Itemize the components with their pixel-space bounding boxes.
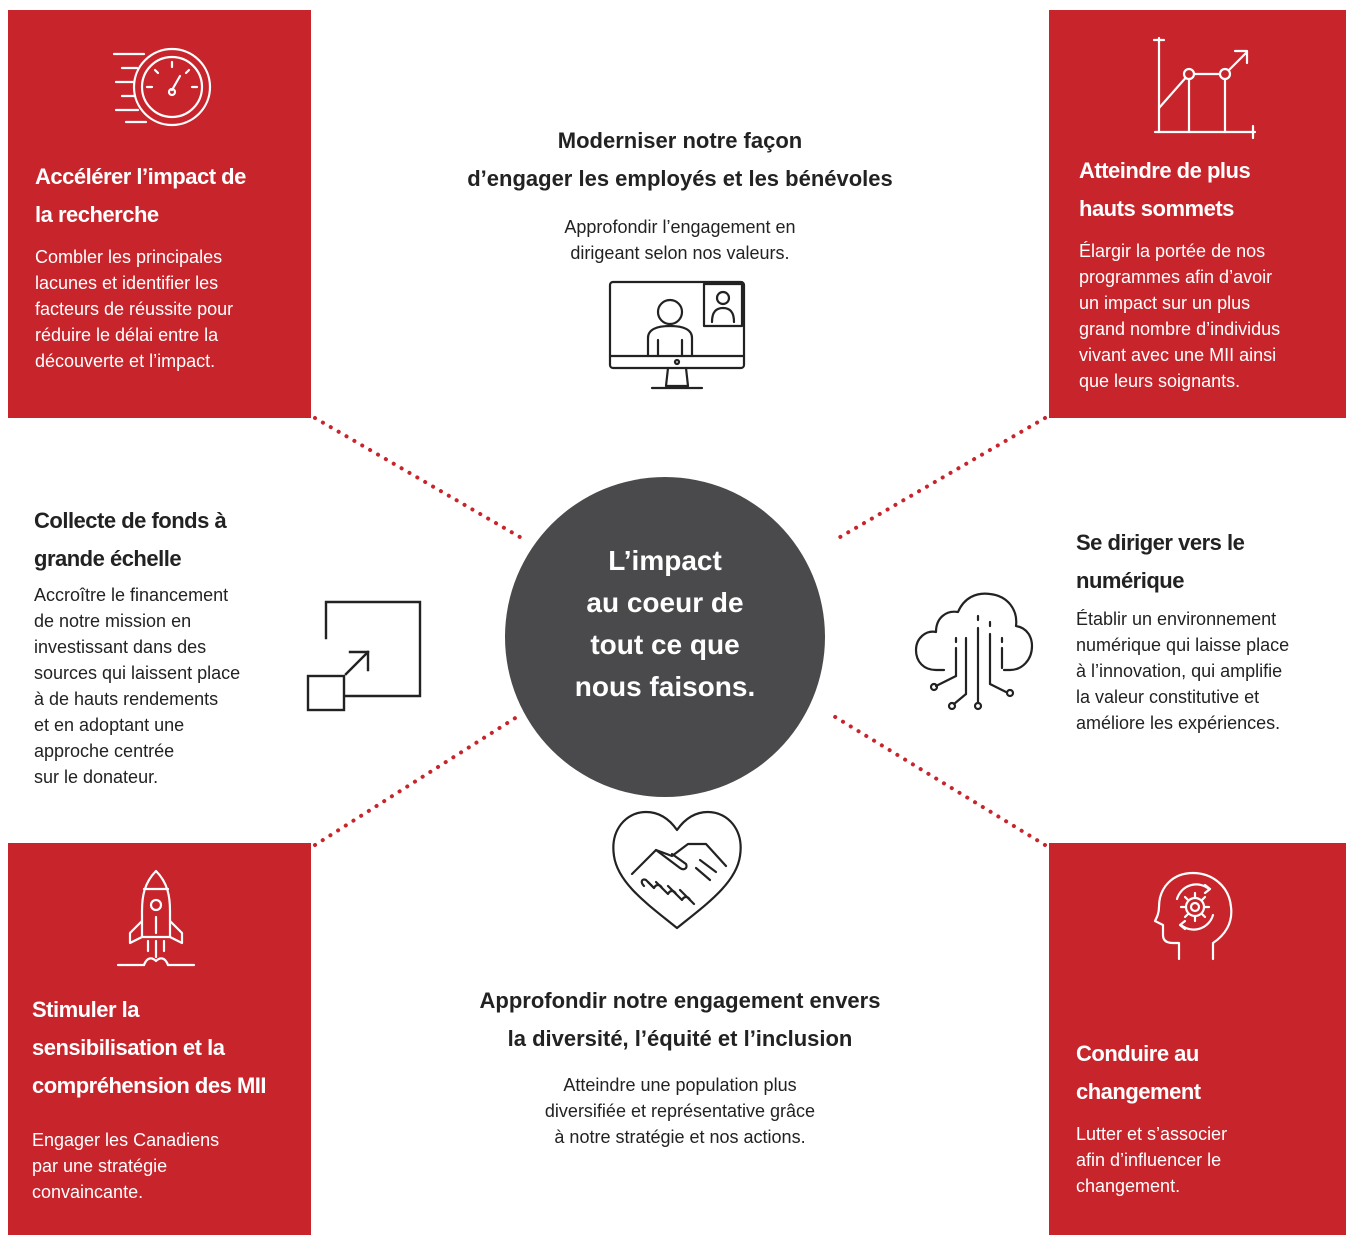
box-drive-change: Conduire au changement Lutter et s’assoc… [1049, 843, 1346, 1235]
scale-up-icon [306, 600, 422, 712]
body-line: lacunes et identifier les [35, 273, 219, 293]
body-line: réduire le délai entre la [35, 325, 219, 345]
body-line: approche centrée [34, 741, 175, 761]
body-line: dirigeant selon nos valeurs. [570, 243, 790, 263]
body-line: un impact sur un plus [1079, 293, 1251, 313]
body-line: par une stratégie [32, 1156, 168, 1176]
box-body: Combler les principales lacunes et ident… [35, 244, 305, 374]
hub-line: tout ce que [590, 629, 740, 660]
title-line: sensibilisation et la [32, 1035, 225, 1060]
box-title: Accélérer l’impact de la recherche [35, 158, 305, 234]
connector-bottom-left [313, 713, 522, 847]
box-reach-higher: Atteindre de plus hauts sommets Élargir … [1049, 10, 1346, 418]
body-line: changement. [1076, 1176, 1181, 1196]
top-center-title: Moderniser notre façon d’engager les emp… [380, 122, 980, 198]
body-line: sur le donateur. [34, 767, 159, 787]
central-hub-circle [505, 477, 825, 797]
body-line: de notre mission en [34, 611, 192, 631]
body-line: convaincante. [32, 1182, 144, 1202]
body-line: numérique qui laisse place [1076, 635, 1290, 655]
box-title: Atteindre de plus hauts sommets [1079, 152, 1339, 228]
body-line: Lutter et s’associer [1076, 1124, 1228, 1144]
hub-text: L’impact au coeur de tout ce que nous fa… [545, 540, 785, 708]
heart-handshake-icon [612, 810, 742, 930]
title-line: Conduire au [1076, 1041, 1199, 1066]
box-body: Élargir la portée de nos programmes afin… [1079, 238, 1339, 394]
title-line: la diversité, l’équité et l’inclusion [507, 1026, 853, 1051]
title-line: Collecte de fonds à [34, 508, 227, 533]
body-line: à notre stratégie et nos actions. [554, 1127, 806, 1147]
box-body: Lutter et s’associer afin d’influencer l… [1076, 1121, 1336, 1199]
title-line: Stimuler la [32, 997, 139, 1022]
bottom-center-body: Atteindre une population plus diversifié… [480, 1072, 880, 1150]
title-line: changement [1076, 1079, 1201, 1104]
body-line: programmes afin d’avoir [1079, 267, 1273, 287]
left-middle-body: Accroître le financement de notre missio… [34, 582, 294, 790]
title-line: d’engager les employés et les bénévoles [467, 166, 893, 191]
body-line: que leurs soignants. [1079, 371, 1241, 391]
head-gear-icon [1153, 871, 1233, 961]
box-accelerate-research: Accélérer l’impact de la recherche Combl… [8, 10, 311, 418]
title-line: grande échelle [34, 546, 182, 571]
body-line: Atteindre une population plus [563, 1075, 797, 1095]
rocket-icon [116, 869, 196, 967]
title-line: la recherche [35, 202, 159, 227]
body-line: Accroître le financement [34, 585, 229, 605]
right-middle-body: Établir un environnement numérique qui l… [1076, 606, 1346, 736]
speedometer-icon [112, 47, 212, 127]
title-line: hauts sommets [1079, 196, 1234, 221]
box-title: Stimuler la sensibilisation et la compré… [32, 991, 310, 1105]
title-line: numérique [1076, 568, 1184, 593]
hub-line: au coeur de [586, 587, 744, 618]
connector-top-left [313, 416, 527, 542]
body-line: investissant dans des [34, 637, 207, 657]
body-line: grand nombre d’individus [1079, 319, 1281, 339]
body-line: Établir un environnement [1076, 609, 1277, 629]
title-line: Accélérer l’impact de [35, 164, 246, 189]
cloud-circuit-icon [914, 592, 1034, 711]
hub-line: L’impact [608, 545, 722, 576]
body-line: facteurs de réussite pour [35, 299, 234, 319]
body-line: vivant avec une MII ainsi [1079, 345, 1277, 365]
title-line: Moderniser notre façon [557, 128, 803, 153]
body-line: à de hauts rendements [34, 689, 219, 709]
connector-bottom-right [830, 713, 1047, 847]
body-line: diversifiée et représentative grâce [544, 1101, 816, 1121]
box-body: Engager les Canadiens par une stratégie … [32, 1127, 302, 1205]
left-middle-title: Collecte de fonds à grande échelle [34, 502, 294, 578]
title-line: Se diriger vers le [1076, 530, 1245, 555]
title-line: Atteindre de plus [1079, 158, 1251, 183]
body-line: Élargir la portée de nos [1079, 241, 1266, 261]
top-center-body: Approfondir l’engagement en dirigeant se… [480, 214, 880, 266]
growth-chart-icon [1152, 36, 1257, 140]
body-line: la valeur constitutive et [1076, 687, 1260, 707]
box-awareness: Stimuler la sensibilisation et la compré… [8, 843, 311, 1235]
body-line: Engager les Canadiens [32, 1130, 220, 1150]
body-line: sources qui laissent place [34, 663, 241, 683]
hub-line: nous faisons. [574, 671, 756, 702]
bottom-center-title: Approfondir notre engagement envers la d… [370, 982, 990, 1058]
body-line: afin d’influencer le [1076, 1150, 1222, 1170]
right-middle-title: Se diriger vers le numérique [1076, 524, 1336, 600]
box-title: Conduire au changement [1076, 1035, 1336, 1111]
body-line: et en adoptant une [34, 715, 185, 735]
body-line: Approfondir l’engagement en [564, 217, 796, 237]
body-line: Combler les principales [35, 247, 223, 267]
body-line: découverte et l’impact. [35, 351, 216, 371]
body-line: améliore les expériences. [1076, 713, 1281, 733]
connector-top-right [833, 416, 1047, 542]
body-line: à l’innovation, qui amplifie [1076, 661, 1283, 681]
title-line: Approfondir notre engagement envers [479, 988, 881, 1013]
title-line: compréhension des MII [32, 1073, 267, 1098]
video-call-monitor-icon [608, 280, 746, 390]
